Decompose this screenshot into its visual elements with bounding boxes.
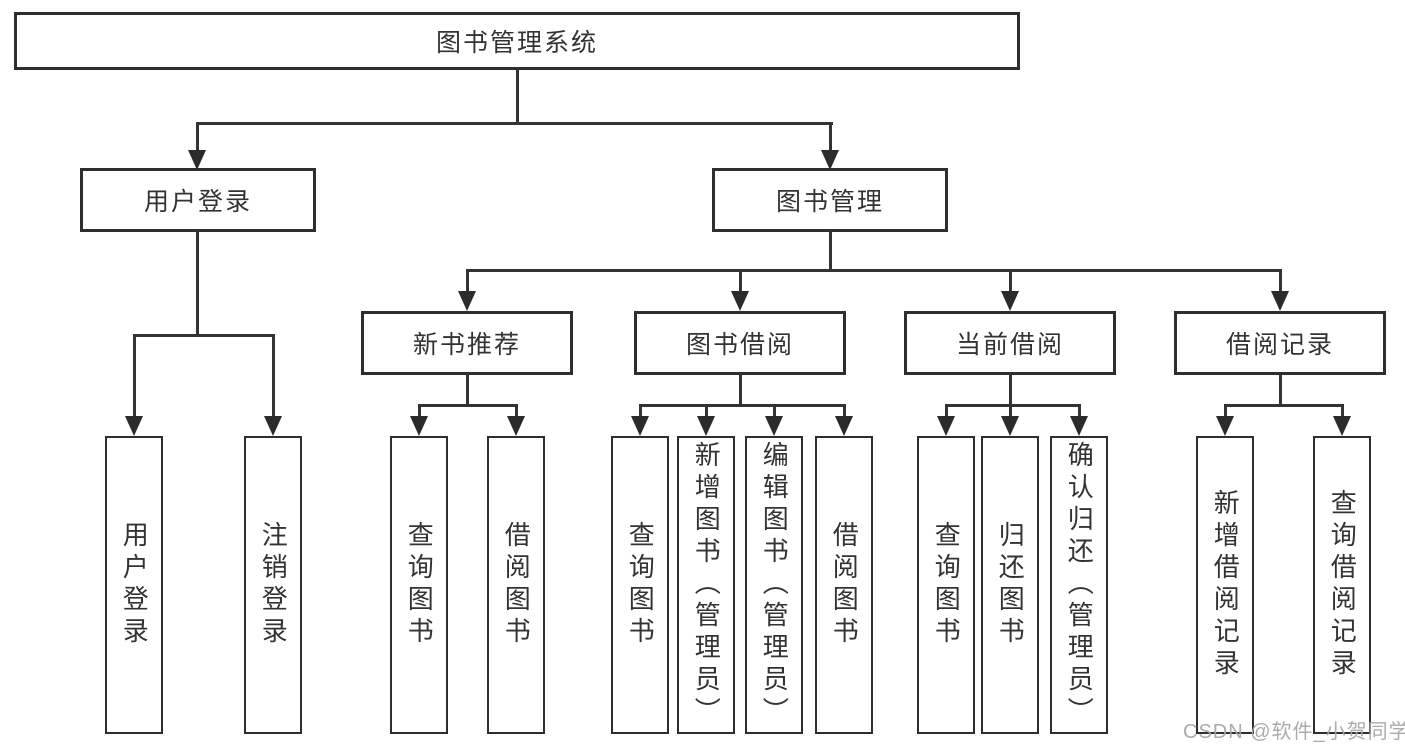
- leaf-return-books-label: 归还图书: [995, 521, 1026, 649]
- node-current-borrow: 当前借阅: [904, 311, 1116, 375]
- connector-line: [196, 122, 833, 125]
- connector-line: [639, 404, 845, 407]
- connector-line: [1224, 404, 1227, 417]
- node-user-login: 用户登录: [80, 168, 316, 232]
- leaf-edit-books-admin: 编辑图书（管理员）: [745, 436, 803, 734]
- connector-line: [515, 404, 518, 417]
- leaf-user-login-label: 用户登录: [119, 521, 150, 649]
- arrowhead-down-icon: [1001, 291, 1019, 311]
- leaf-logout: 注销登录: [244, 436, 302, 734]
- arrowhead-down-icon: [410, 416, 428, 436]
- leaf-query-books-borrow-label: 查询图书: [625, 521, 656, 649]
- arrowhead-down-icon: [731, 291, 749, 311]
- connector-line: [272, 334, 275, 417]
- leaf-add-borrow-record-label: 新增借阅记录: [1210, 489, 1241, 681]
- connector-line: [196, 122, 199, 154]
- arrowhead-down-icon: [264, 416, 282, 436]
- node-book-borrow: 图书借阅: [634, 311, 846, 375]
- leaf-user-login: 用户登录: [105, 436, 163, 734]
- connector-line: [843, 404, 846, 417]
- leaf-borrow-books: 借阅图书: [815, 436, 873, 734]
- connector-line: [418, 404, 518, 407]
- arrowhead-down-icon: [1216, 416, 1234, 436]
- connector-line: [516, 70, 519, 124]
- leaf-add-books-admin-label: 新增图书（管理员）: [691, 441, 722, 729]
- leaf-query-books-rec-label: 查询图书: [404, 521, 435, 649]
- arrowhead-down-icon: [821, 150, 839, 170]
- leaf-query-books-current-label: 查询图书: [931, 521, 962, 649]
- connector-line: [773, 404, 776, 417]
- leaf-query-borrow-record-label: 查询借阅记录: [1327, 489, 1358, 681]
- connector-line: [739, 269, 742, 293]
- leaf-query-borrow-record: 查询借阅记录: [1313, 436, 1371, 734]
- node-user-login-label: 用户登录: [143, 188, 252, 216]
- connector-line: [945, 404, 948, 417]
- csdn-watermark: CSDN @软件_小贺同学: [1183, 721, 1405, 743]
- node-borrow-records: 借阅记录: [1174, 311, 1386, 375]
- connector-line: [639, 404, 642, 417]
- leaf-add-books-admin: 新增图书（管理员）: [677, 436, 735, 734]
- connector-line: [196, 231, 199, 337]
- connector-line: [739, 374, 742, 407]
- connector-line: [1009, 404, 1012, 417]
- arrowhead-down-icon: [631, 416, 649, 436]
- node-borrow-records-label: 借阅记录: [1225, 331, 1334, 359]
- arrowhead-down-icon: [1001, 416, 1019, 436]
- connector-line: [829, 231, 832, 272]
- leaf-return-books: 归还图书: [981, 436, 1039, 734]
- arrowhead-down-icon: [458, 291, 476, 311]
- connector-line: [466, 269, 469, 293]
- node-book-mgmt-label: 图书管理: [775, 188, 884, 216]
- node-root: 图书管理系统: [14, 12, 1020, 70]
- connector-line: [466, 269, 1282, 272]
- arrowhead-down-icon: [507, 416, 525, 436]
- leaf-logout-label: 注销登录: [258, 521, 289, 649]
- arrowhead-down-icon: [1070, 416, 1088, 436]
- connector-line: [466, 374, 469, 407]
- leaf-edit-books-admin-label: 编辑图书（管理员）: [759, 441, 790, 729]
- leaf-confirm-return-admin-label: 确认归还（管理员）: [1064, 441, 1095, 729]
- connector-line: [1224, 404, 1344, 407]
- connector-line: [1279, 374, 1282, 407]
- arrowhead-down-icon: [697, 416, 715, 436]
- arrowhead-down-icon: [1333, 416, 1351, 436]
- connector-line: [133, 334, 275, 337]
- arrowhead-down-icon: [1271, 291, 1289, 311]
- connector-line: [1279, 269, 1282, 293]
- leaf-borrow-books-rec-label: 借阅图书: [501, 521, 532, 649]
- leaf-add-borrow-record: 新增借阅记录: [1196, 436, 1254, 734]
- connector-line: [418, 404, 421, 417]
- leaf-borrow-books-rec: 借阅图书: [487, 436, 545, 734]
- node-new-book-rec: 新书推荐: [361, 311, 573, 375]
- node-current-borrow-label: 当前借阅: [955, 331, 1064, 359]
- arrowhead-down-icon: [835, 416, 853, 436]
- node-root-label: 图书管理系统: [435, 29, 598, 57]
- connector-line: [1078, 404, 1081, 417]
- arrowhead-down-icon: [765, 416, 783, 436]
- leaf-query-books-borrow: 查询图书: [611, 436, 669, 734]
- arrowhead-down-icon: [188, 150, 206, 170]
- connector-line: [829, 122, 832, 154]
- connector-line: [1341, 404, 1344, 417]
- arrowhead-down-icon: [937, 416, 955, 436]
- node-book-borrow-label: 图书借阅: [685, 331, 794, 359]
- connector-line: [1009, 269, 1012, 293]
- connector-line: [705, 404, 708, 417]
- leaf-query-books-current: 查询图书: [917, 436, 975, 734]
- node-book-mgmt: 图书管理: [712, 168, 948, 232]
- arrowhead-down-icon: [125, 416, 143, 436]
- node-new-book-rec-label: 新书推荐: [412, 331, 521, 359]
- leaf-confirm-return-admin: 确认归还（管理员）: [1050, 436, 1108, 734]
- leaf-borrow-books-label: 借阅图书: [829, 521, 860, 649]
- connector-line: [945, 404, 1081, 407]
- connector-line: [133, 334, 136, 417]
- leaf-query-books-rec: 查询图书: [390, 436, 448, 734]
- connector-line: [1009, 374, 1012, 407]
